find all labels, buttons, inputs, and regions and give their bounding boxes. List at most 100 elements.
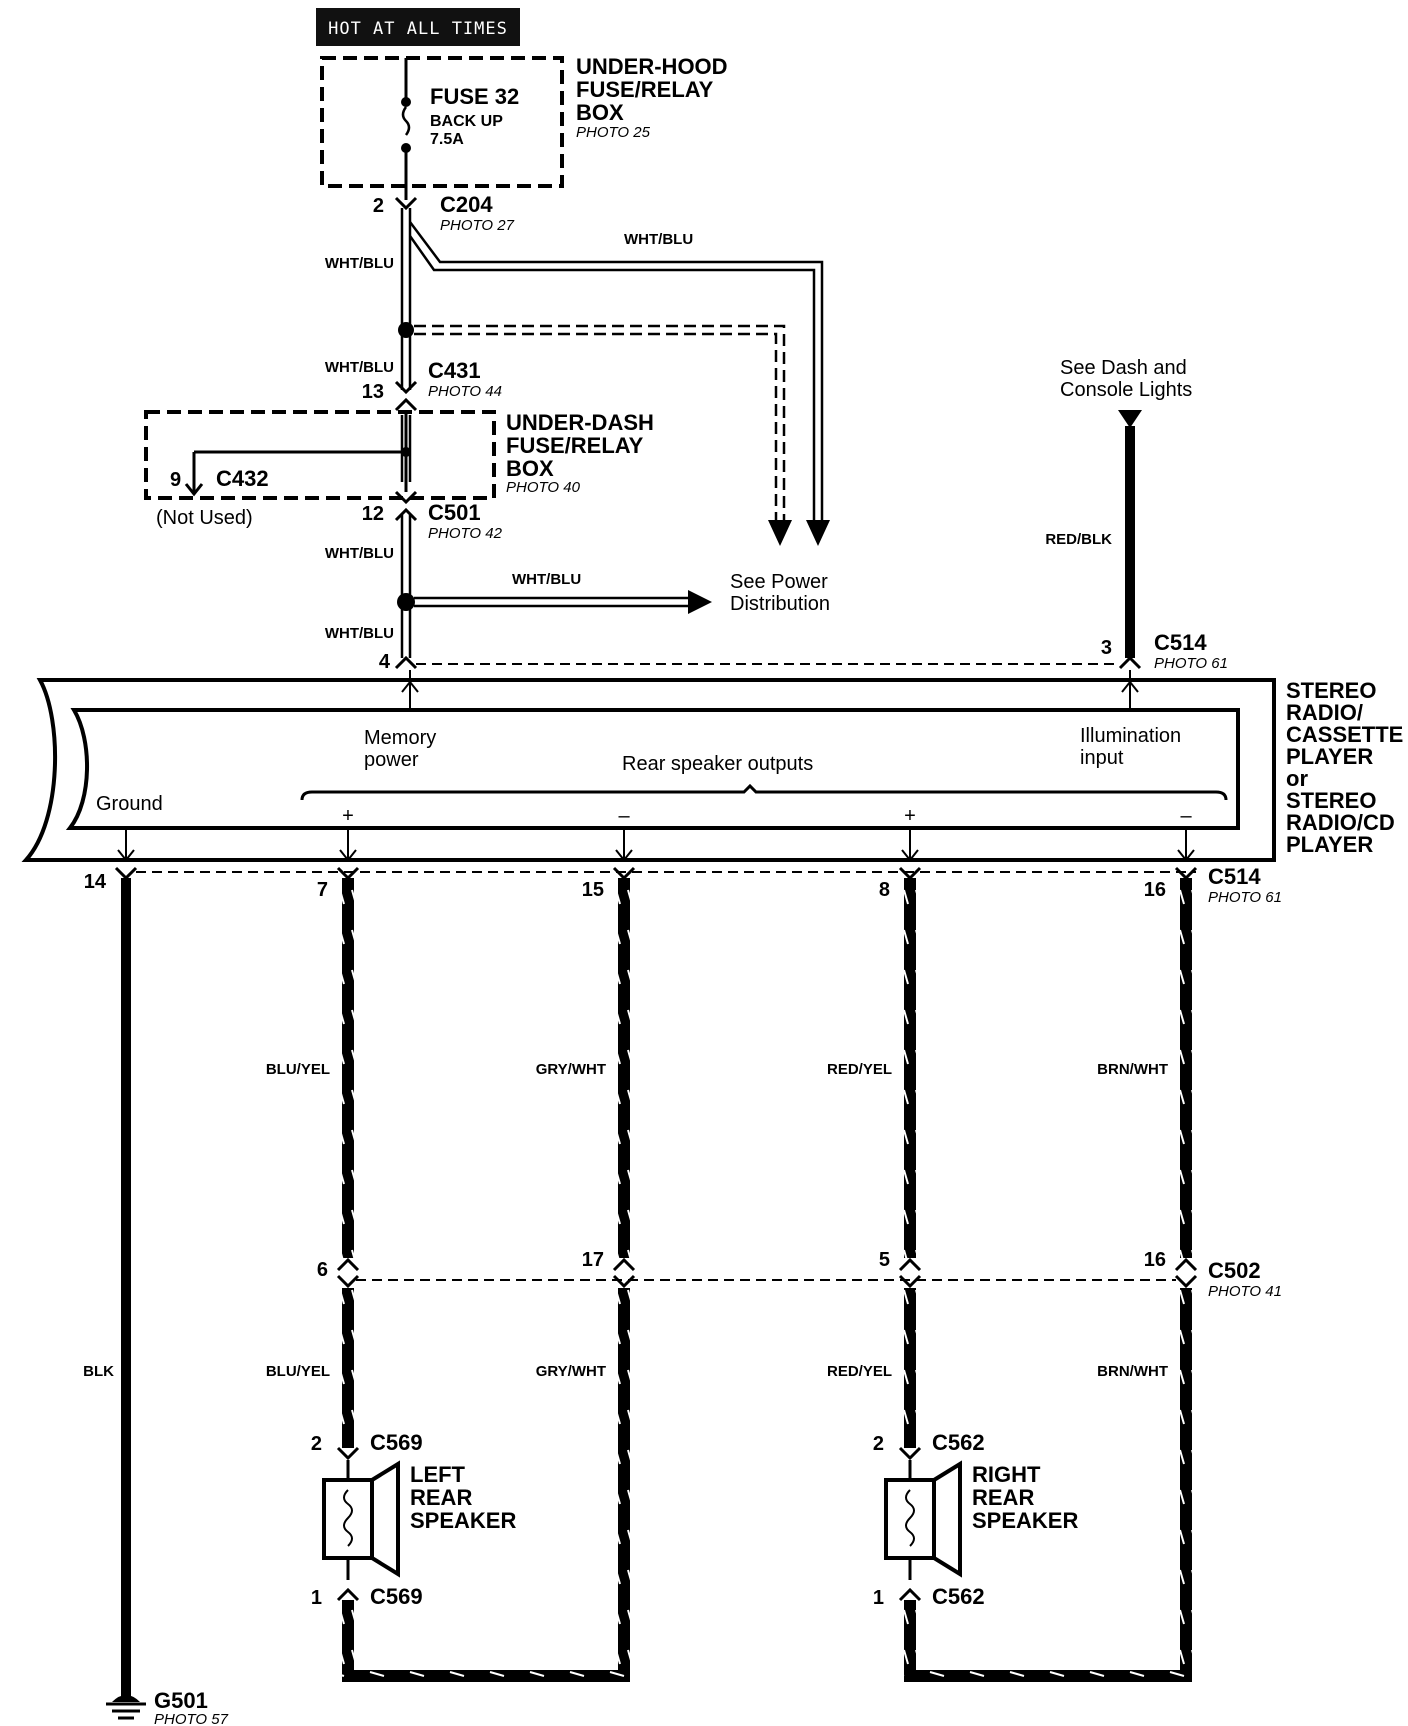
- svg-text:PHOTO 40: PHOTO 40: [506, 479, 581, 496]
- left-speaker-return-horizontal: [342, 1670, 630, 1682]
- c502-pin-16: 16: [1144, 1249, 1166, 1271]
- radio-title: STEREO RADIO/ CASSETTE PLAYER or STEREO …: [1286, 678, 1403, 857]
- underdash-box-title: UNDER-DASH FUSE/RELAY BOX PHOTO 40: [506, 410, 654, 496]
- svg-text:FUSE/RELAY: FUSE/RELAY: [506, 433, 644, 458]
- illumination-arrow: [1121, 670, 1139, 710]
- c432-note: (Not Used): [156, 507, 253, 529]
- fuse-name: FUSE 32: [430, 84, 519, 109]
- c562-top-name: C562: [932, 1430, 985, 1455]
- svg-text:PLAYER: PLAYER: [1286, 832, 1373, 857]
- memory-power-arrow: [401, 670, 419, 710]
- c514-bottom-photo: PHOTO 61: [1208, 889, 1282, 906]
- svg-text:PHOTO 25: PHOTO 25: [576, 124, 651, 141]
- radio-inner-frame: [65, 708, 1240, 830]
- c514-top-right-symbol: [1118, 655, 1142, 670]
- brn-wht-wire-upper: [1180, 878, 1192, 1258]
- blu-yel-wire-lower: [342, 1288, 354, 1448]
- wire-label-wht-blu-1: WHT/BLU: [325, 255, 394, 272]
- right-speaker-return-horizontal: [904, 1670, 1192, 1682]
- svg-text:STEREO: STEREO: [1286, 678, 1376, 703]
- underhood-fuse-box: [320, 56, 564, 188]
- c502-photo: PHOTO 41: [1208, 1283, 1282, 1300]
- see-power-distribution: See Power Distribution: [730, 571, 830, 615]
- wht-blu-branch-lower: [414, 596, 688, 608]
- svg-text:STEREO: STEREO: [1286, 788, 1376, 813]
- wht-blu-branch-dashed: [414, 324, 786, 520]
- c514-pin-16: 16: [1144, 879, 1166, 901]
- right-speaker-return-vertical: [904, 1600, 916, 1680]
- c431-pin: 13: [362, 381, 384, 403]
- c569-bot-pin: 1: [311, 1587, 322, 1609]
- gry-wht-wire-lower: [618, 1288, 630, 1680]
- svg-text:RIGHT: RIGHT: [972, 1462, 1041, 1487]
- splice-2: [397, 593, 415, 611]
- c569-top-pin: 2: [311, 1433, 322, 1455]
- wire-label-brn-wht-1: BRN/WHT: [1097, 1061, 1168, 1078]
- c501-pin: 12: [362, 503, 384, 525]
- c502-pin-5: 5: [879, 1249, 890, 1271]
- red-yel-wire-lower: [904, 1288, 916, 1448]
- c514-pin-15: 15: [582, 879, 604, 901]
- wire-label-blk: BLK: [83, 1363, 114, 1380]
- svg-text:SPEAKER: SPEAKER: [410, 1508, 516, 1533]
- left-speaker-label: LEFT REAR SPEAKER: [410, 1462, 516, 1533]
- wire-label-brn-wht-2: BRN/WHT: [1097, 1363, 1168, 1380]
- c502-symbols: [336, 1257, 1198, 1289]
- rear-speaker-outputs-label: Rear speaker outputs: [622, 753, 813, 775]
- c502-pin-17: 17: [582, 1249, 604, 1271]
- underdash-splice: [401, 447, 411, 457]
- c204-photo: PHOTO 27: [440, 217, 515, 234]
- c569-top-name: C569: [370, 1430, 423, 1455]
- see-dash-console-lights: See Dash and Console Lights: [1060, 357, 1192, 401]
- underdash-fuse-box: [144, 410, 496, 500]
- svg-text:BOX: BOX: [506, 456, 554, 481]
- c502-pin-6: 6: [317, 1259, 328, 1281]
- c514-top-name: C514: [1154, 630, 1207, 655]
- svg-text:RADIO/CD: RADIO/CD: [1286, 810, 1395, 835]
- fuse-desc-2: 7.5A: [430, 131, 464, 148]
- left-speaker-return-vertical: [342, 1600, 354, 1680]
- svg-text:REAR: REAR: [410, 1485, 472, 1510]
- svg-text:BOX: BOX: [576, 100, 624, 125]
- wht-blu-main-wire: [400, 208, 412, 658]
- c514-top-pin-right: 3: [1101, 637, 1112, 659]
- wire-label-red-yel-2: RED/YEL: [827, 1363, 892, 1380]
- left-speaker-symbol: [322, 1460, 400, 1580]
- illumination-input-label: Illumination input: [1080, 725, 1181, 769]
- wire-label-wht-blu-3: WHT/BLU: [325, 545, 394, 562]
- g501-photo: PHOTO 57: [154, 1711, 229, 1726]
- wire-label-gry-wht-1: GRY/WHT: [536, 1061, 606, 1078]
- svg-text:input: input: [1080, 747, 1124, 769]
- c431-connector-symbol: [394, 380, 418, 412]
- c514-pin-8: 8: [879, 879, 890, 901]
- wire-label-blu-yel-1: BLU/YEL: [266, 1061, 330, 1078]
- c562-top-pin: 2: [873, 1433, 884, 1455]
- hot-badge: [316, 8, 520, 46]
- blu-yel-wire-upper: [342, 878, 354, 1258]
- wire-label-wht-blu-branch: WHT/BLU: [624, 231, 693, 248]
- svg-text:FUSE/RELAY: FUSE/RELAY: [576, 77, 714, 102]
- svg-text:LEFT: LEFT: [410, 1462, 466, 1487]
- arrow-to-power-1: [806, 520, 830, 546]
- right-speaker-label: RIGHT REAR SPEAKER: [972, 1462, 1078, 1533]
- c501-connector-symbol: [394, 490, 418, 522]
- c514-top-left-symbol: [394, 655, 418, 670]
- svg-text:See Dash and: See Dash and: [1060, 357, 1187, 379]
- c562-bot-name: C562: [932, 1584, 985, 1609]
- fuse-32-symbol: [401, 58, 411, 200]
- svg-text:REAR: REAR: [972, 1485, 1034, 1510]
- c514-top-photo: PHOTO 61: [1154, 655, 1228, 672]
- underhood-box-title: UNDER-HOOD FUSE/RELAY BOX PHOTO 25: [576, 54, 728, 141]
- wire-label-wht-blu-2: WHT/BLU: [325, 359, 394, 376]
- ground-label: Ground: [96, 793, 163, 815]
- c204-pin: 2: [373, 195, 384, 217]
- wht-blu-branch-upper: [408, 221, 824, 520]
- wire-label-red-yel-1: RED/YEL: [827, 1061, 892, 1078]
- c514-bottom-name: C514: [1208, 864, 1261, 889]
- c431-name: C431: [428, 358, 481, 383]
- c562-bot-symbol: [898, 1587, 922, 1602]
- svg-text:UNDER-DASH: UNDER-DASH: [506, 410, 654, 435]
- red-yel-wire-upper: [904, 878, 916, 1258]
- g501-name: G501: [154, 1688, 208, 1713]
- gry-wht-wire-upper: [618, 878, 630, 1258]
